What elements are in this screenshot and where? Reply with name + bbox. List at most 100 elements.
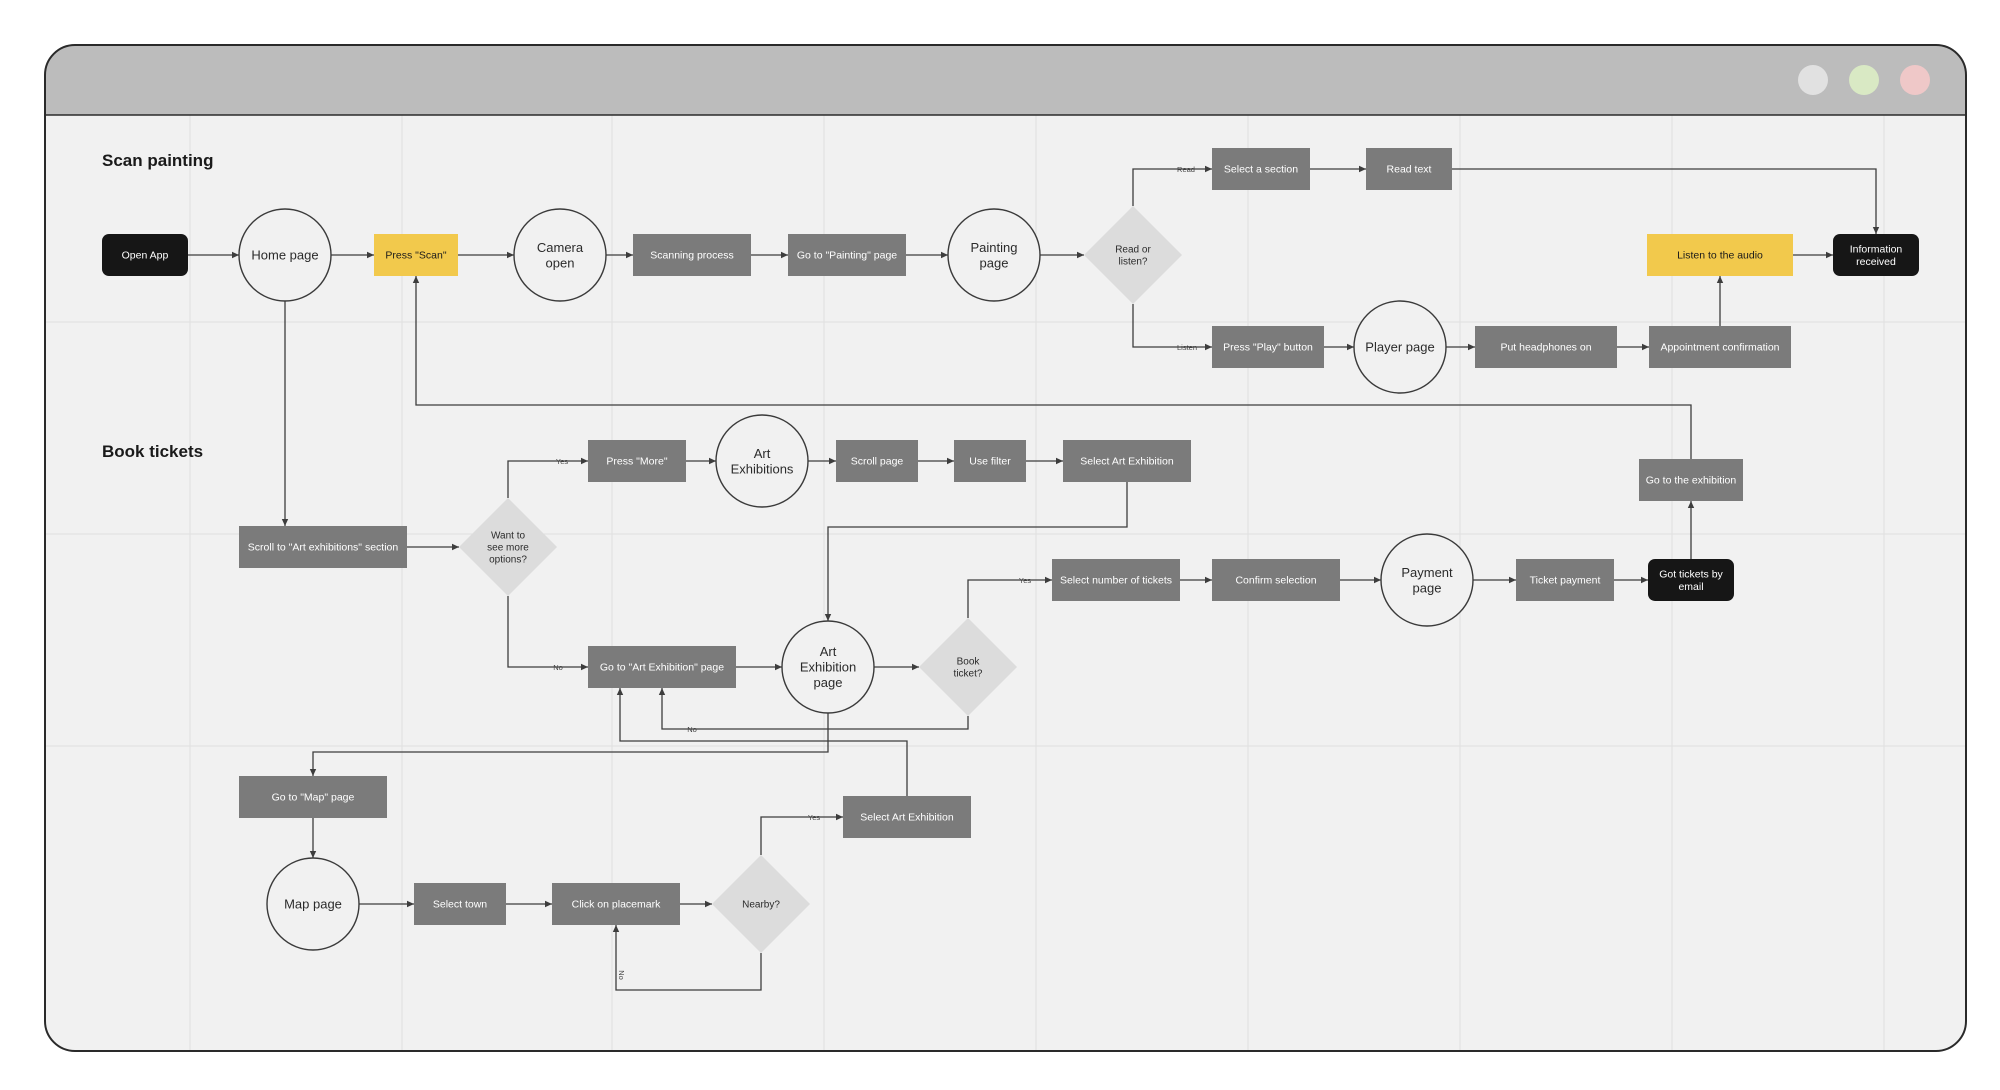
- node-shape: [1648, 559, 1734, 601]
- node-ticket-payment[interactable]: Ticket payment: [1516, 559, 1614, 601]
- node-label: page: [814, 675, 843, 690]
- node-scroll-art-exhibitions[interactable]: Scroll to "Art exhibitions" section: [239, 526, 407, 568]
- flow-connectors: [188, 165, 1880, 991]
- node-label: Open App: [122, 250, 169, 262]
- connector-24: [824, 482, 1128, 621]
- node-label: Select Art Exhibition: [860, 812, 954, 824]
- node-label: Camera: [537, 240, 584, 255]
- node-scanning-process[interactable]: Scanning process: [633, 234, 751, 276]
- node-shape: [954, 440, 1026, 482]
- node-label: options?: [489, 555, 527, 566]
- node-go-to-exhibition[interactable]: Go to the exhibition: [1639, 459, 1743, 501]
- node-scroll-page[interactable]: Scroll page: [836, 440, 918, 482]
- edge-label-yes-nearby: Yes: [808, 813, 820, 822]
- node-label: Exhibitions: [731, 461, 794, 476]
- node-appointment-confirmation[interactable]: Appointment confirmation: [1649, 326, 1791, 368]
- node-shape: [1366, 148, 1452, 190]
- node-shape: [1833, 234, 1919, 276]
- node-label: see more: [487, 543, 529, 554]
- node-confirm-selection[interactable]: Confirm selection: [1212, 559, 1340, 601]
- node-label: Ticket payment: [1530, 575, 1601, 587]
- node-label: Read text: [1387, 164, 1432, 176]
- node-go-map-page[interactable]: Go to "Map" page: [239, 776, 387, 818]
- node-press-play[interactable]: Press "Play" button: [1212, 326, 1324, 368]
- node-label: Press "Scan": [385, 250, 446, 262]
- node-label: Map page: [284, 897, 342, 912]
- node-press-scan[interactable]: Press "Scan": [374, 234, 458, 276]
- node-select-section[interactable]: Select a section: [1212, 148, 1310, 190]
- connector-11: [1132, 304, 1212, 351]
- node-label: Nearby?: [742, 900, 780, 911]
- node-label: Appointment confirmation: [1660, 342, 1779, 354]
- connector-8: [1132, 165, 1212, 206]
- node-select-art-exhibition-top[interactable]: Select Art Exhibition: [1063, 440, 1191, 482]
- node-map-page[interactable]: Map page: [266, 857, 360, 951]
- node-home-page[interactable]: Home page: [238, 208, 332, 302]
- node-shape: [633, 234, 751, 276]
- node-shape: [1647, 234, 1793, 276]
- node-shape: [1084, 206, 1182, 304]
- node-use-filter[interactable]: Use filter: [954, 440, 1026, 482]
- window-control-pink[interactable]: [1900, 65, 1930, 95]
- connector-41: [760, 813, 843, 855]
- node-go-painting-page[interactable]: Go to "Painting" page: [788, 234, 906, 276]
- node-label: Select town: [433, 899, 487, 911]
- node-label: Player page: [1365, 340, 1434, 355]
- connector-19: [507, 457, 588, 498]
- section-title-scan: Scan painting: [102, 151, 213, 170]
- edge-label-yes-more: Yes: [556, 457, 568, 466]
- connector-35: [658, 688, 969, 730]
- node-shape: [715, 414, 809, 508]
- node-read-text[interactable]: Read text: [1366, 148, 1452, 190]
- node-put-headphones[interactable]: Put headphones on: [1475, 326, 1617, 368]
- connector-25: [507, 596, 588, 671]
- node-nearby[interactable]: Nearby?: [712, 855, 810, 953]
- node-player-page[interactable]: Player page: [1353, 300, 1447, 394]
- node-label: Select number of tickets: [1060, 575, 1172, 587]
- node-label: Select Art Exhibition: [1080, 456, 1174, 468]
- node-shape: [712, 855, 810, 953]
- window-control-green[interactable]: [1849, 65, 1879, 95]
- node-shape: [1212, 559, 1340, 601]
- node-click-placemark[interactable]: Click on placemark: [552, 883, 680, 925]
- node-label: Go to "Painting" page: [797, 250, 897, 262]
- node-select-art-exhibition-bottom[interactable]: Select Art Exhibition: [843, 796, 971, 838]
- section-title-book: Book tickets: [102, 442, 203, 461]
- node-shape: [781, 620, 875, 714]
- node-shape: [374, 234, 458, 276]
- node-press-more[interactable]: Press "More": [588, 440, 686, 482]
- node-shape: [102, 234, 188, 276]
- edge-label-no-more: No: [553, 663, 563, 672]
- node-label: page: [1413, 580, 1442, 595]
- title-bar: [45, 45, 1966, 115]
- node-select-number-tickets[interactable]: Select number of tickets: [1052, 559, 1180, 601]
- node-shape: [836, 440, 918, 482]
- node-shape: [919, 618, 1017, 716]
- node-shape: [1639, 459, 1743, 501]
- node-label: Book: [957, 657, 981, 668]
- node-listen-audio[interactable]: Listen to the audio: [1647, 234, 1793, 276]
- node-open-app[interactable]: Open App: [102, 234, 188, 276]
- window-control-gray[interactable]: [1798, 65, 1828, 95]
- node-go-art-exhibition-page[interactable]: Go to "Art Exhibition" page: [588, 646, 736, 688]
- node-label: Go to the exhibition: [1646, 475, 1737, 487]
- node-label: ticket?: [954, 669, 983, 680]
- node-shape: [1063, 440, 1191, 482]
- node-select-town[interactable]: Select town: [414, 883, 506, 925]
- node-shape: [588, 440, 686, 482]
- connector-28: [967, 576, 1052, 618]
- edge-label-no-book: No: [687, 725, 697, 734]
- node-label: Go to "Art Exhibition" page: [600, 662, 724, 674]
- node-label: Exhibition: [800, 660, 856, 675]
